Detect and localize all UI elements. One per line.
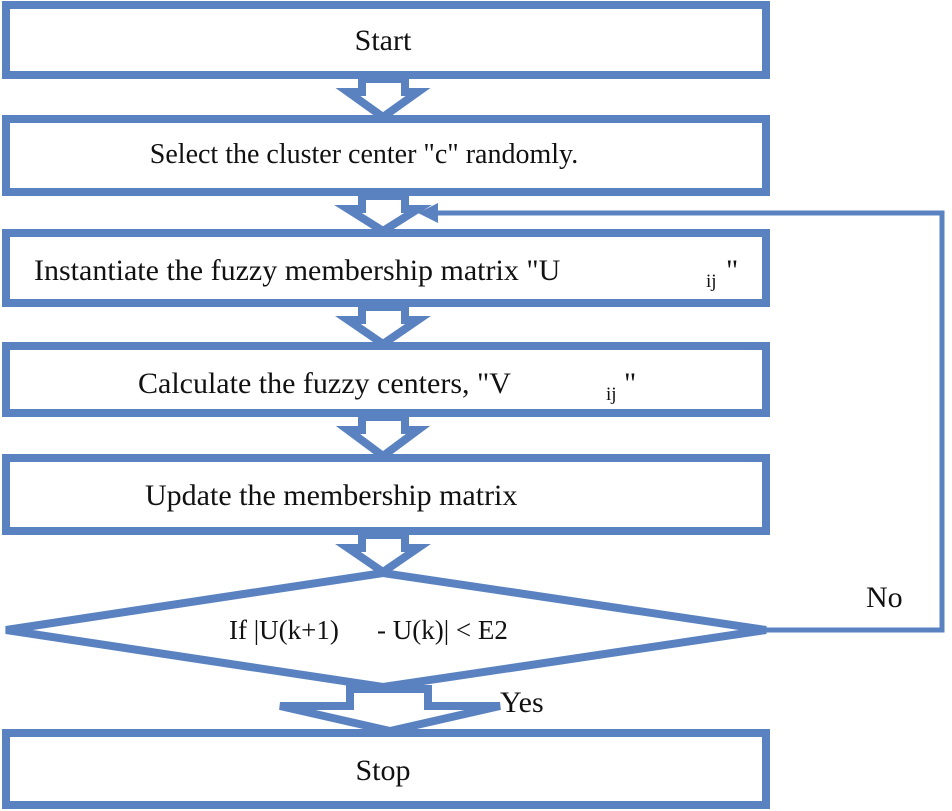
instantiate-matrix-closing-quote: " xyxy=(726,254,739,287)
no-edge-label: No xyxy=(866,581,903,614)
arrow-start-to-select xyxy=(335,75,431,122)
instantiate-matrix-label: Instantiate the fuzzy membership matrix … xyxy=(34,254,561,287)
yes-edge-label: Yes xyxy=(500,686,544,719)
decision-condition-part-2: - U(k)| < E2 xyxy=(377,615,508,645)
no-loop-connector xyxy=(430,210,945,633)
arrow-update-to-decision xyxy=(335,531,431,577)
stop-box xyxy=(2,729,770,809)
arrow-calculate-to-update xyxy=(335,413,431,461)
arrow-select-to-instantiate xyxy=(334,192,432,236)
stop-label: Stop xyxy=(355,754,411,787)
decision-condition-part-1: If |U(k+1) xyxy=(229,615,339,645)
arrow-instantiate-to-calculate xyxy=(335,303,431,349)
update-matrix-label: Update the membership matrix xyxy=(145,479,518,512)
select-center-label: Select the cluster center "c" randomly. xyxy=(149,139,579,170)
calculate-centers-label: Calculate the fuzzy centers, "V xyxy=(138,367,511,400)
calculate-centers-box xyxy=(2,342,770,417)
no-loop-arrowhead xyxy=(418,203,438,223)
instantiate-matrix-subscript: ij xyxy=(706,271,717,292)
start-label: Start xyxy=(354,24,412,57)
arrow-decision-to-stop xyxy=(279,685,501,736)
calculate-centers-closing-quote: " xyxy=(624,367,637,400)
calculate-centers-subscript: ij xyxy=(606,384,617,405)
